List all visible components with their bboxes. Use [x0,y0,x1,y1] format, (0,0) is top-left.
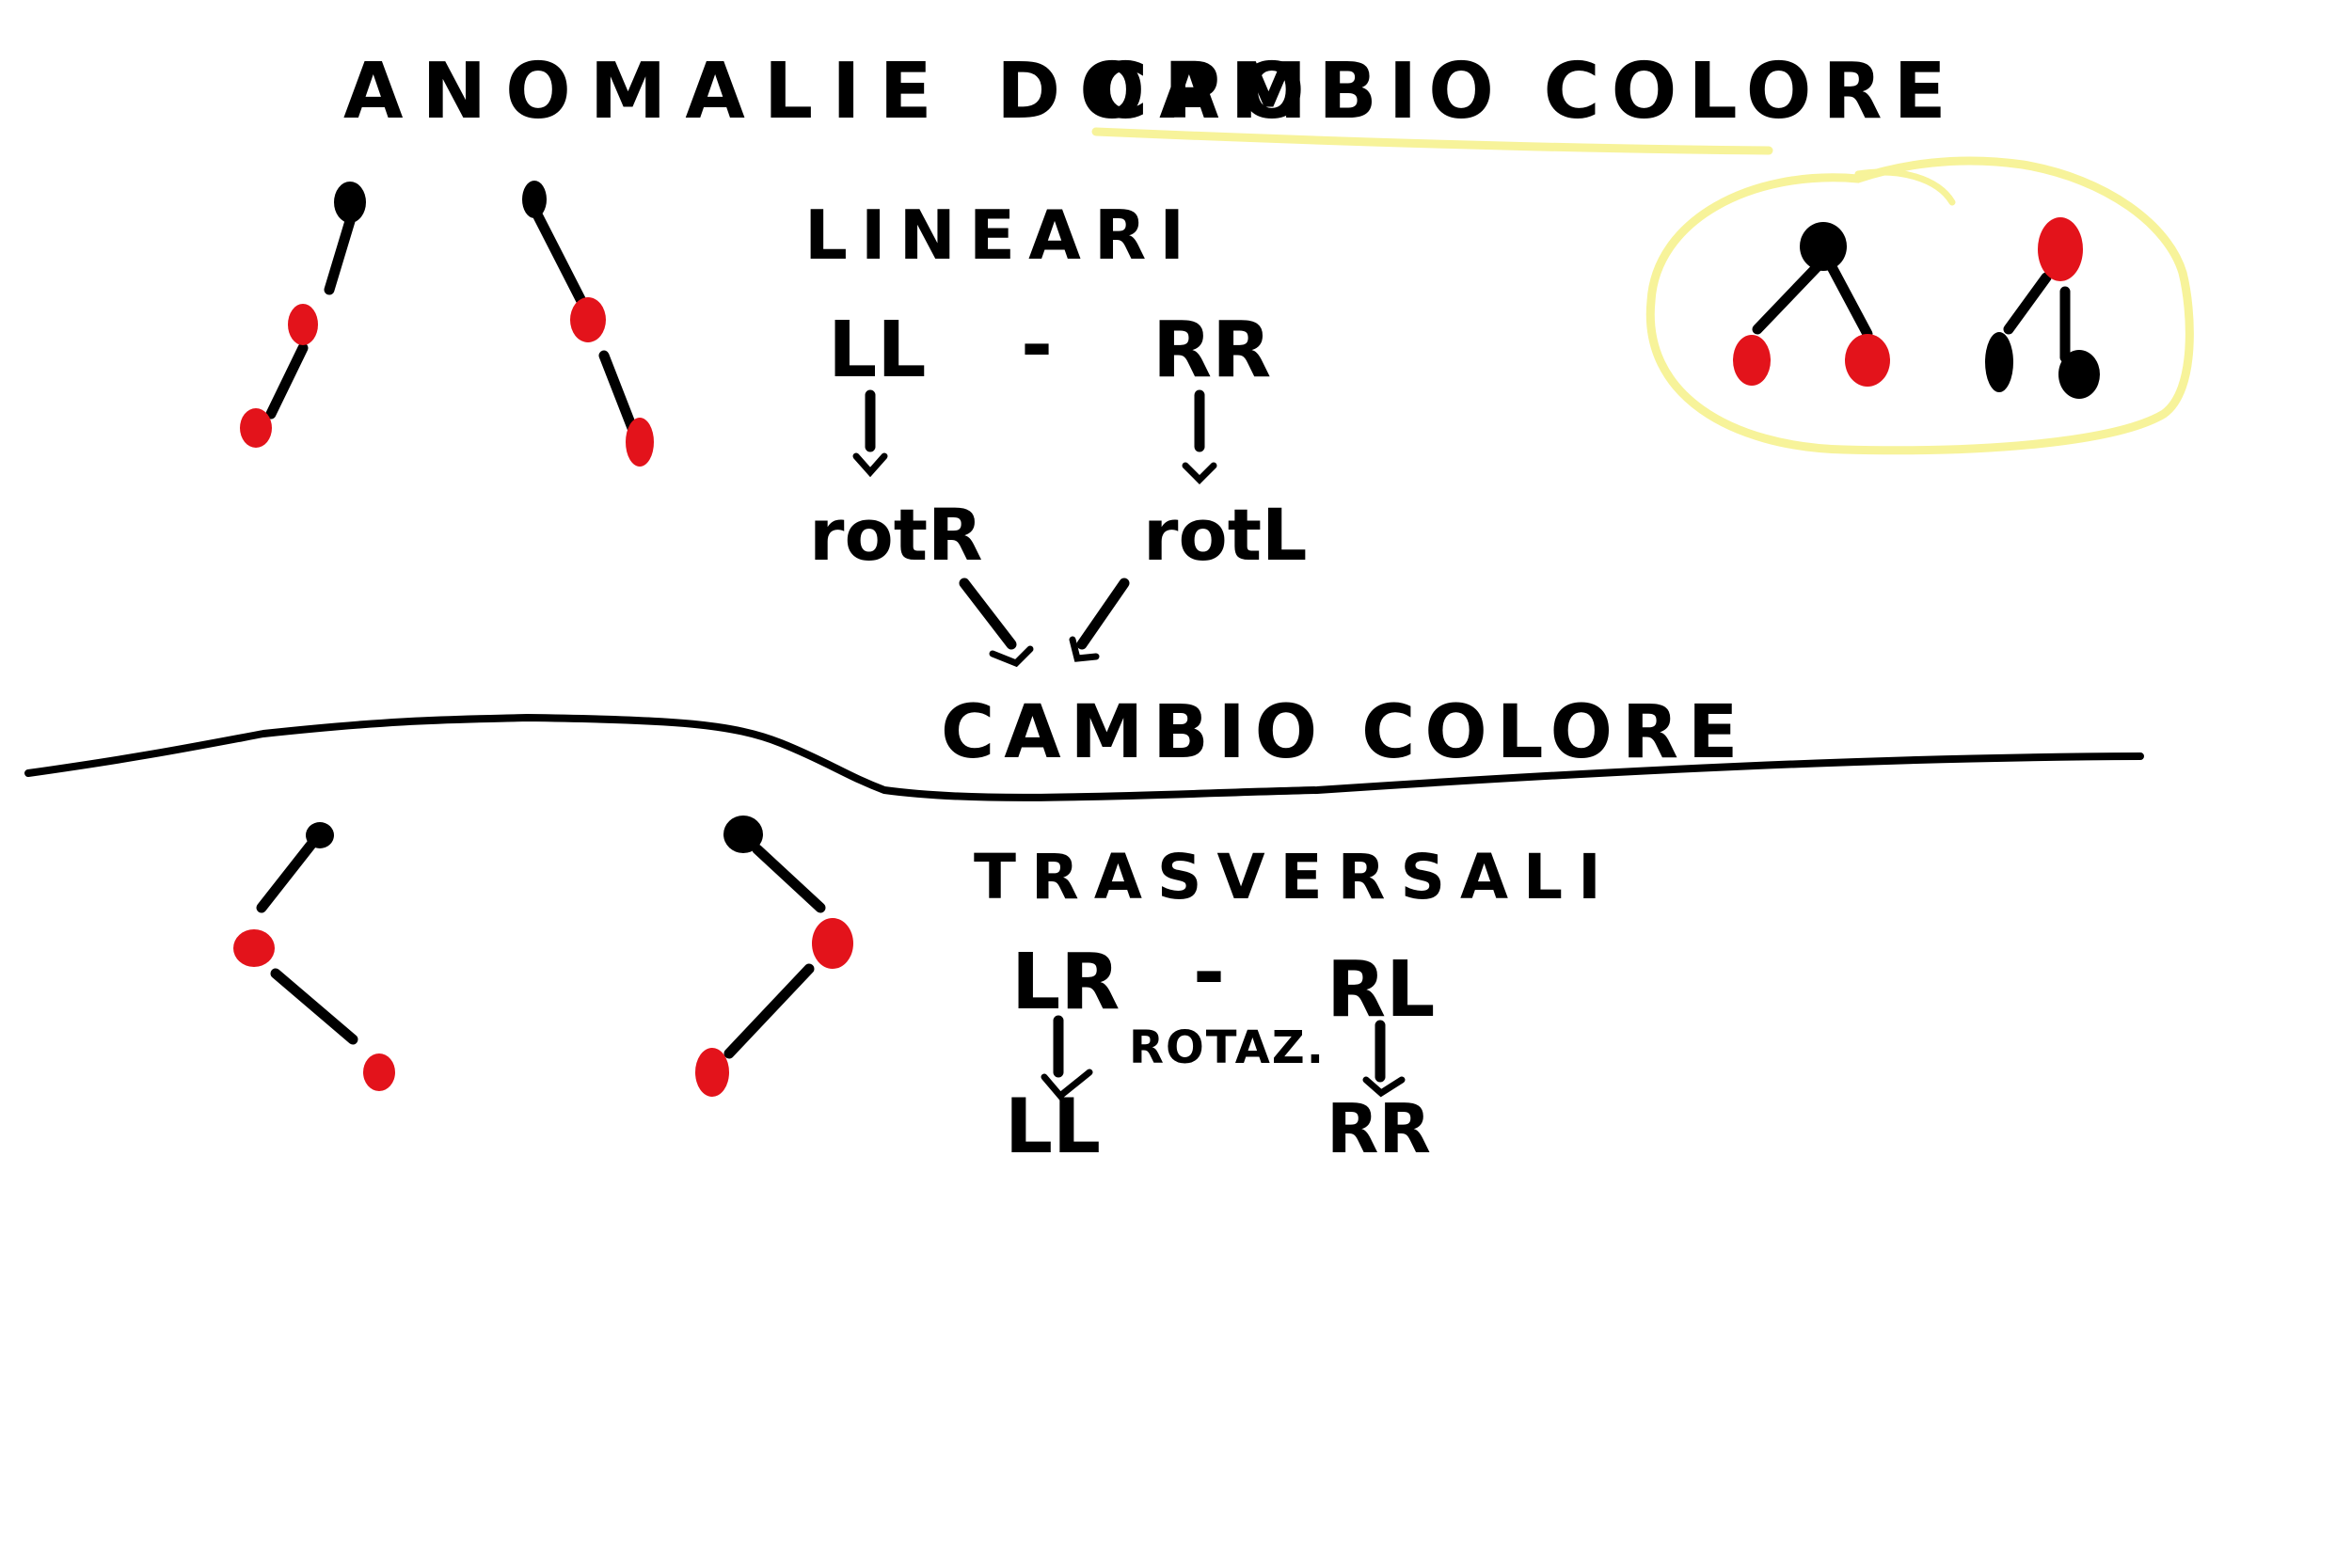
red-node [363,1053,395,1091]
linear-right-chain [522,181,654,467]
linear-left-chain [240,182,366,448]
red-node [288,304,318,345]
edge [324,215,356,295]
edge [598,350,638,434]
edge [532,211,587,307]
highlight-circle [1645,156,2194,455]
black-node [1800,222,1847,271]
red-node [1733,335,1771,386]
linear-separator: - [1021,301,1053,390]
linear-heading: LINEARI [804,196,1198,275]
red-node [695,1048,729,1097]
black-node [723,816,763,853]
transversal-right-tree [695,816,853,1097]
arrow-down-icon [1041,1015,1093,1101]
section-divider [24,713,2144,801]
black-node [522,181,547,218]
edge [1752,258,1826,335]
black-node [2058,350,2100,399]
linear-right-rotation: rotL [1143,493,1307,577]
arrow-down-icon [852,389,888,478]
recolor-label: CAMBIO COLORE [941,690,1747,775]
red-node [626,418,654,467]
red-node [1845,334,1890,387]
black-node [306,822,334,848]
black-node [334,182,366,223]
transversal-rotation: ROTAZ. [1129,1022,1326,1074]
title-highlighted: CAMBIO COLORE [1091,47,1958,136]
edge [752,844,826,913]
title-prefix: ANOMALIE DOPO [343,47,1324,136]
edge [723,963,815,1059]
edge [2003,272,2052,335]
transversal-left-case: LR [1011,938,1120,1027]
edge [270,968,358,1045]
edge [265,342,309,420]
arrow-down-icon [1362,1020,1406,1098]
transversal-right-case: RL [1327,945,1435,1035]
title-group: ANOMALIE DOPO CAMBIO COLORE [343,47,1958,155]
valid-config-group [1645,156,2194,455]
arrow-converge-left-icon [959,578,1034,668]
edge [256,836,319,913]
red-node [233,929,275,967]
linear-right-case: RR [1152,306,1271,395]
title-highlight-underline [1091,127,1773,155]
transversal-left-result: LL [1005,1083,1101,1170]
arrow-converge-right-icon [1069,578,1130,662]
transversal-separator: - [1193,928,1225,1018]
red-node [812,918,853,969]
transversal-right-result: RR [1327,1089,1431,1168]
red-node [570,297,606,342]
red-node [240,408,272,448]
edge [1824,258,1873,340]
arrow-down-icon [1182,389,1217,484]
transversal-heading: TRASVERSALI [974,841,1616,913]
black-node [1985,332,2013,392]
red-node [2038,217,2083,281]
transversal-left-tree [233,822,395,1091]
linear-left-rotation: rotR [809,493,983,577]
linear-left-case: LL [828,306,927,395]
